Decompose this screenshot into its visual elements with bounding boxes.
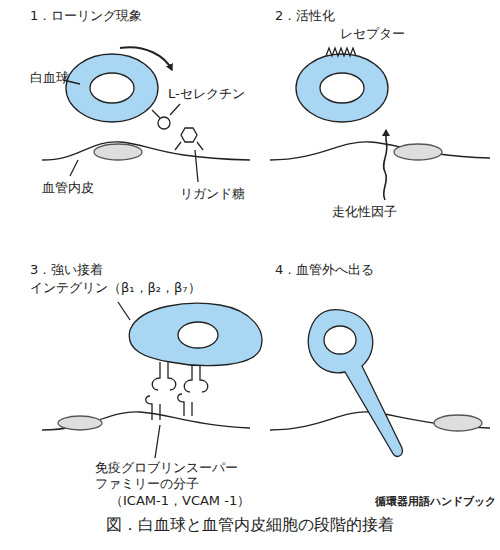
watermark: 循環器用語ハンドブック <box>375 495 496 509</box>
part-label: L-セレクチン <box>168 86 245 102</box>
part-label: （ICAM-1，VCAM -1） <box>110 493 250 509</box>
panel-title: 3．強い接着 <box>30 262 103 278</box>
part-label: 免疫グロブリンスーパーファミリーの分子 <box>95 460 247 493</box>
figure-caption: 図．白血球と血管内皮細胞の段階的接着 <box>0 515 500 535</box>
part-label: レセプター <box>340 26 405 42</box>
part-label: 白血球 <box>30 70 69 86</box>
part-label: 走化性因子 <box>332 204 397 220</box>
part-label: リガンド糖 <box>180 186 245 202</box>
part-label: 血管内皮 <box>42 180 94 196</box>
part-label: インテグリン（β₁，β₂，β₇） <box>30 280 201 296</box>
panel-title: 2．活性化 <box>275 8 335 24</box>
panel-title: 4．血管外へ出る <box>275 262 374 278</box>
panel-title: 1．ローリング現象 <box>30 8 142 24</box>
